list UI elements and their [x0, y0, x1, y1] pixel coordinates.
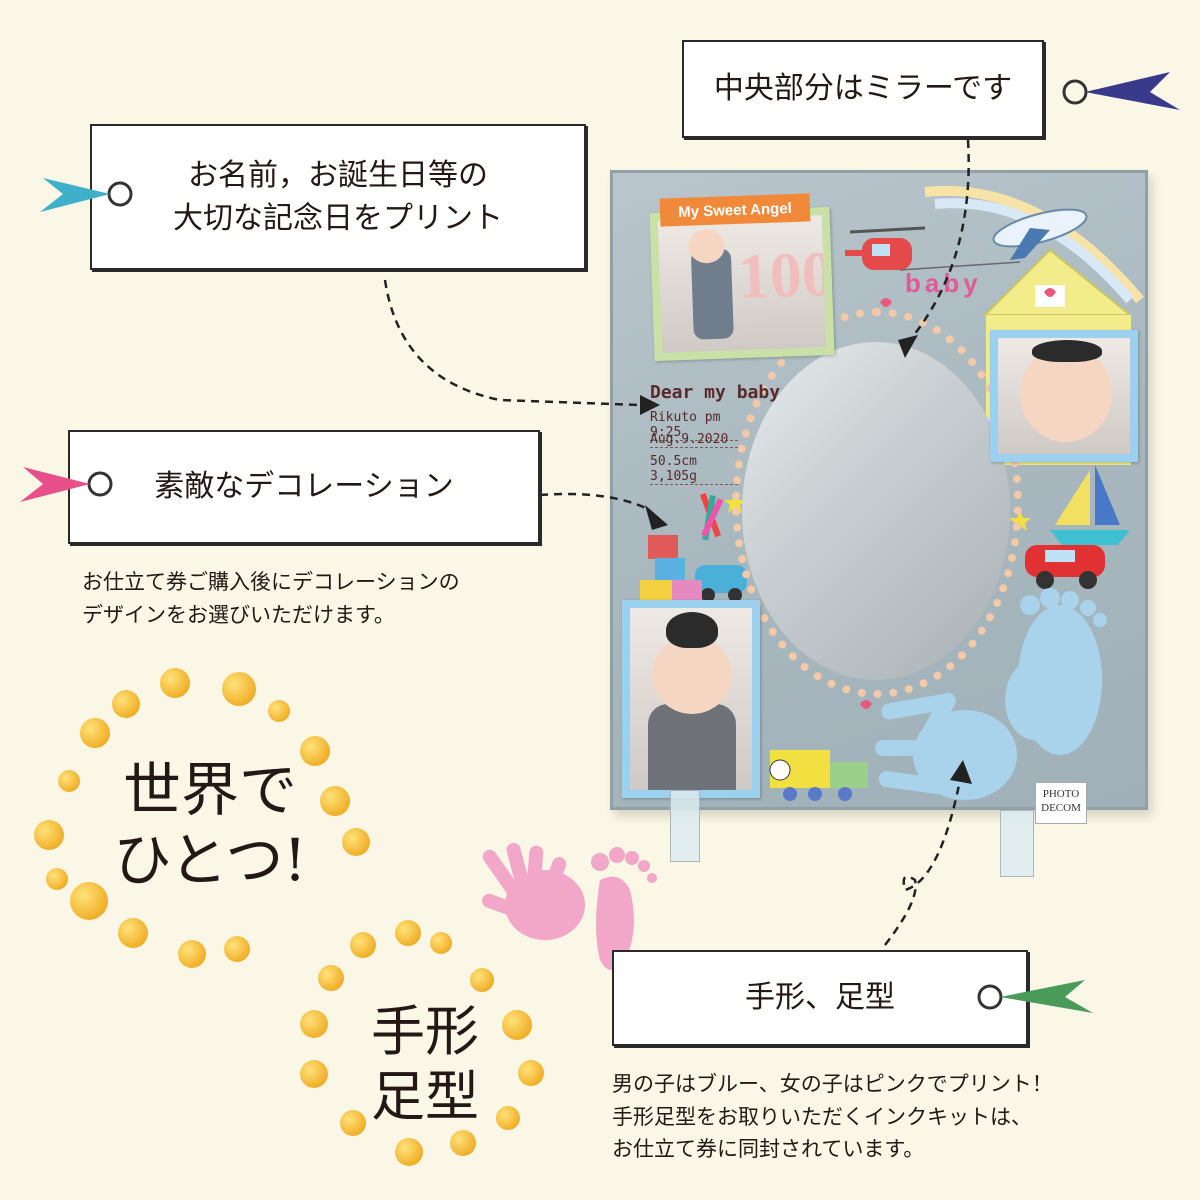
- callout-hand-text: 手形、足型: [745, 980, 895, 1016]
- print-name: Rikuto pm 9:25: [650, 410, 738, 441]
- baby-face: [1020, 346, 1112, 442]
- helicopter-icon: [845, 226, 926, 270]
- caption-deco-line2: デザインをお選びいただけます。: [82, 602, 395, 627]
- arrow-mirror: [909, 139, 970, 341]
- brand-line-2: DECOM: [1041, 802, 1081, 814]
- tag-deco-icon: [20, 467, 113, 502]
- badge-one-of-a-kind: 世界で ひとつ!: [95, 756, 325, 895]
- blue-handprint-icon: [875, 692, 1017, 800]
- badge-one-of-a-kind-line2: ひとつ!: [113, 825, 307, 894]
- print-title: Dear my baby: [650, 382, 781, 403]
- badge-one-of-a-kind-line1: 世界で: [122, 756, 297, 824]
- callout-hand: 手形、足型: [612, 950, 1028, 1046]
- frame-stand-left: [670, 790, 700, 862]
- airplane-icon: [992, 208, 1088, 260]
- arrow-hand: [884, 779, 962, 946]
- arrow-print: [383, 279, 641, 407]
- badge-hand-foot-line2: 足型: [371, 1064, 479, 1128]
- heart-icon: [860, 700, 872, 709]
- rainbow-icon: [924, 186, 1144, 304]
- center-mirror: [742, 342, 1010, 680]
- badge-hand-foot-line1: 手形: [371, 1000, 479, 1063]
- dotted-border: [732, 308, 1022, 698]
- tag-print-icon: [40, 178, 133, 212]
- photo-baby-portrait: [622, 600, 760, 798]
- toy-blocks-icon: [640, 535, 702, 602]
- blue-footprint-icon: [1005, 588, 1107, 755]
- badge-hand-foot: 手形 足型: [340, 1000, 510, 1130]
- heart-icon: [880, 298, 892, 307]
- callout-mirror-text: 中央部分はミラーです: [713, 71, 1013, 107]
- baby-hair: [666, 612, 718, 648]
- sailboat-icon: [1050, 465, 1130, 545]
- photo-image: [998, 338, 1130, 454]
- callout-deco-text: 素敵なデコレーション: [154, 469, 454, 505]
- photo-image: [630, 608, 752, 790]
- caption-hand: 男の子はブルー、女の子はピンクでプリント！ 手形足型をお取りいただくインクキット…: [612, 1068, 1053, 1166]
- brand-logo: PHOTO DECOM: [1035, 782, 1087, 824]
- baby-body: [648, 704, 736, 790]
- tag-hand-icon: [977, 980, 1093, 1013]
- blue-car-icon: [695, 565, 747, 602]
- caption-hand-line2: 手形足型をお取りいただくインクキットは、: [612, 1104, 1032, 1129]
- caption-deco-line1: お仕立て券ご購入後にデコレーションの: [82, 570, 460, 594]
- baby-hair: [1032, 340, 1102, 362]
- print-size: 50.5cm 3,105g: [650, 454, 738, 485]
- tag-mirror-icon: [1062, 72, 1180, 110]
- caption-hand-line3: お仕立て券に同封されています。: [612, 1137, 925, 1162]
- callout-deco: 素敵なデコレーション: [68, 430, 540, 544]
- red-car-icon: [1025, 545, 1105, 589]
- caption-deco: お仕立て券ご購入後にデコレーションの デザインをお選びいただけます。: [82, 566, 460, 631]
- callout-print-line1: お名前，お誕生日等の: [188, 157, 488, 193]
- brand-line-1: PHOTO: [1042, 788, 1080, 800]
- frame-stand-right: [1000, 810, 1034, 877]
- pink-footprint-icon: [591, 847, 657, 970]
- callout-mirror: 中央部分はミラーです: [682, 40, 1044, 138]
- print-date: Aug.9.2020: [650, 432, 738, 448]
- baby-face: [652, 636, 732, 714]
- callout-print: お名前，お誕生日等の 大切な記念日をプリント: [90, 124, 586, 270]
- pink-handprint-icon: [481, 842, 585, 940]
- caption-hand-line1: 男の子はブルー、女の子はピンクでプリント！: [612, 1072, 1053, 1096]
- toy-train-icon: [769, 750, 868, 801]
- arrow-deco: [539, 492, 651, 512]
- crayons-icon: [700, 492, 724, 541]
- photo-smiling-baby: [990, 330, 1138, 462]
- callout-print-line2: 大切な記念日をプリント: [173, 201, 503, 236]
